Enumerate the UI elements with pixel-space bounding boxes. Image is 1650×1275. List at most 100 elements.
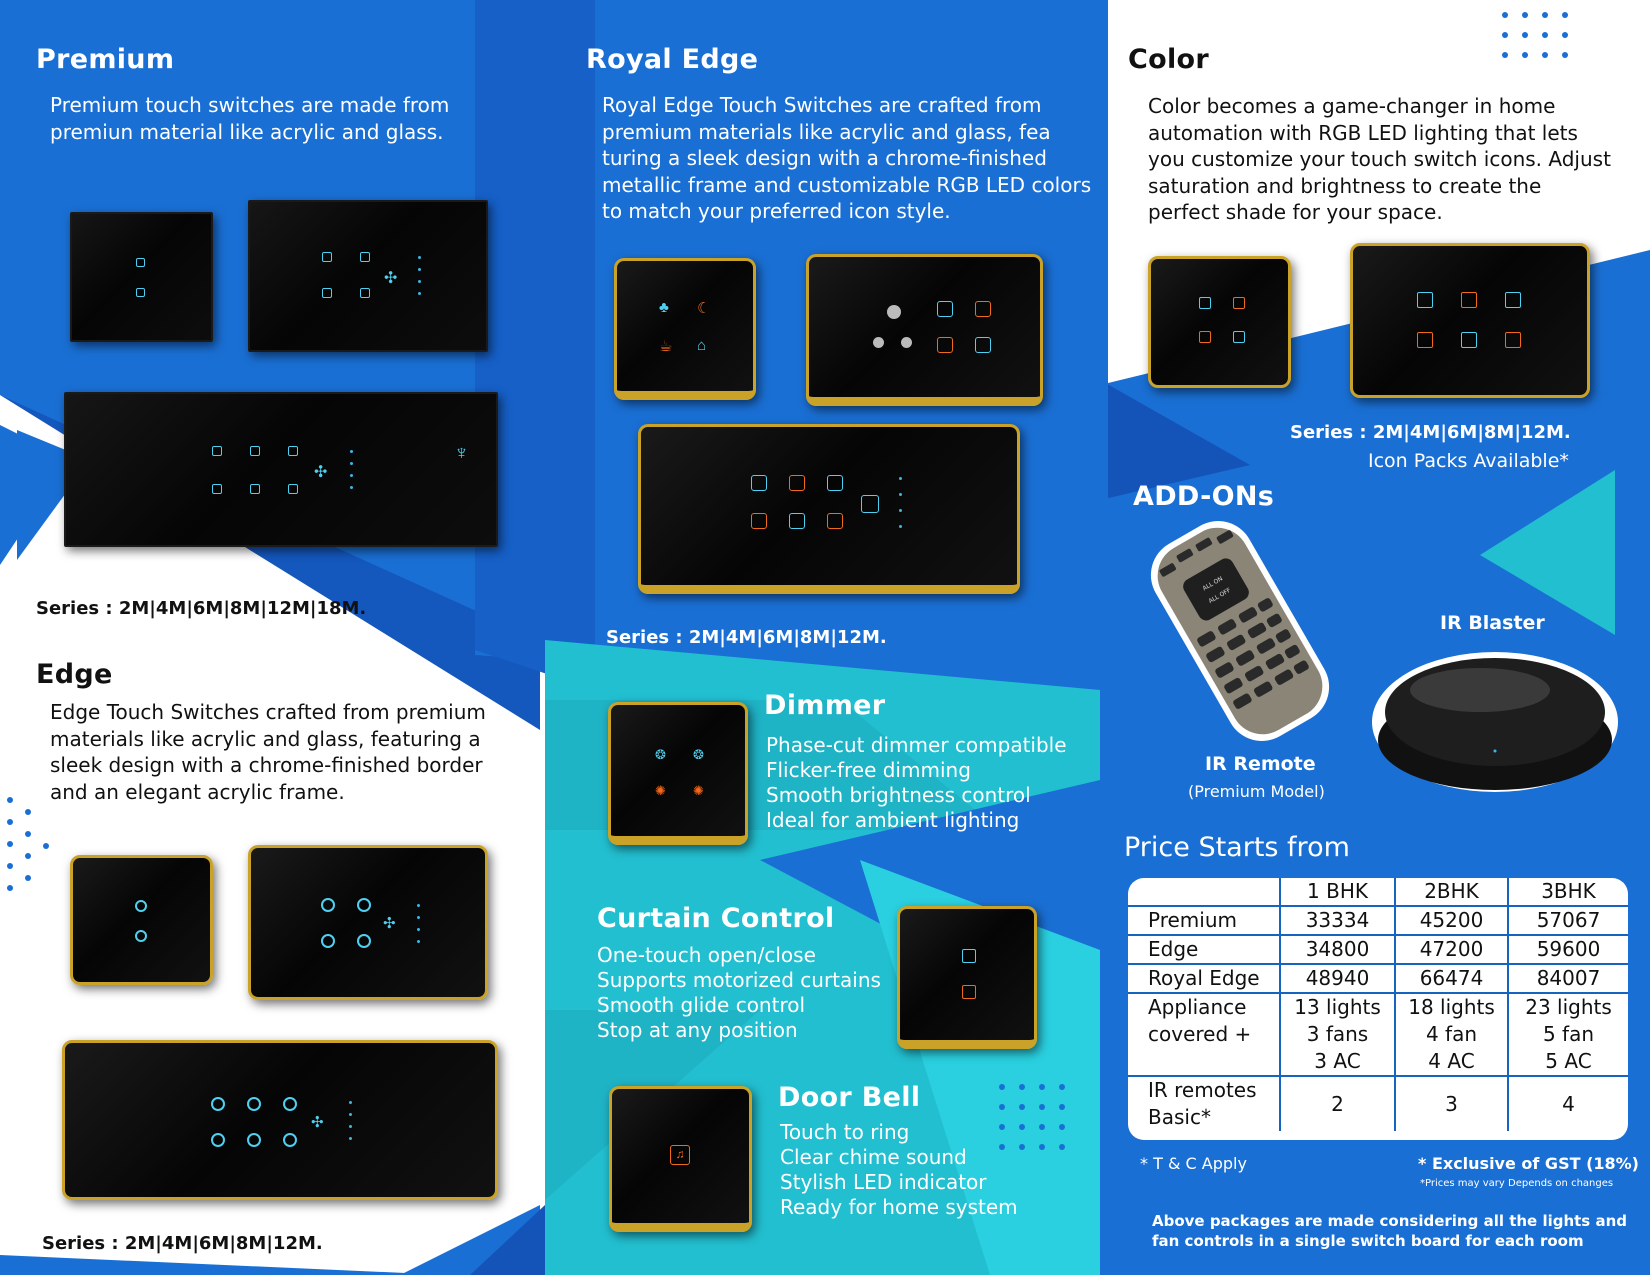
premium-4m-switch: ✣ [248, 200, 488, 352]
knob-indicator-icon [901, 337, 912, 348]
heater-icon [1505, 332, 1521, 348]
row-label: Premium [1128, 905, 1281, 936]
table-header-cell: 3BHK [1507, 878, 1628, 907]
switch-button-icon [250, 446, 260, 456]
appliance-line: 23 lights [1525, 995, 1612, 1019]
fan-level-dot [418, 256, 421, 259]
fan-level-dot [349, 1137, 352, 1140]
doorbell-feature: Ready for home system [780, 1195, 1018, 1219]
appliance-line: 5 AC [1545, 1049, 1592, 1073]
ir-count-cell: 3 [1394, 1075, 1509, 1131]
table-row: Appliance covered + 13 lights 3 fans 3 A… [1128, 992, 1628, 1077]
appliance-line: 3 AC [1314, 1049, 1361, 1073]
appliance-line: 4 fan [1425, 1022, 1478, 1046]
price-cell: 47200 [1394, 934, 1509, 965]
royal-edge-text-line: premium materials like acrylic and glass… [602, 119, 1051, 144]
premium-series: Series : 2M|4M|6M|8M|12M|18M. [36, 598, 367, 619]
fan-icon: ✣ [383, 915, 396, 932]
ring-button-icon [247, 1097, 261, 1111]
ring-button-icon [321, 898, 335, 912]
table-header-cell [1128, 878, 1281, 907]
fan-level-dot [418, 280, 421, 283]
switch-button-icon [322, 252, 332, 262]
color-text-line: automation with RGB LED lighting that le… [1148, 120, 1578, 145]
royal-edge-4m-switch [806, 254, 1043, 406]
doorbell-title: Door Bell [778, 1082, 921, 1113]
color-4m-switch [1350, 243, 1590, 398]
pricing-table: 1 BHK 2BHK 3BHK Premium 33334 45200 5706… [1128, 878, 1628, 1140]
dimmer-feature: Phase-cut dimmer compatible [766, 733, 1067, 757]
fan-level-dot [418, 292, 421, 295]
royal-edge-2m-switch: ♣ ☾ ☕ ⌂ [614, 258, 756, 400]
ir-remote-sublabel: (Premium Model) [1188, 782, 1325, 801]
dimmer-features: Phase-cut dimmer compatible Flicker-free… [766, 733, 1067, 833]
premium-text-line: Premium touch switches are made from [50, 93, 450, 117]
lamp-icon [1505, 292, 1521, 308]
color-title: Color [1128, 44, 1209, 75]
curtain-open-icon [962, 949, 976, 963]
edge-text-line: and an elegant acrylic frame. [50, 779, 345, 804]
edge-8m-switch: ✣ [62, 1040, 498, 1200]
ring-button-icon [357, 898, 371, 912]
pricing-header-row: 1 BHK 2BHK 3BHK [1128, 878, 1628, 907]
edge-2m-switch [70, 855, 213, 985]
fan-level-dot [899, 493, 902, 496]
price-cell: 57067 [1507, 905, 1628, 936]
row-label: Edge [1128, 934, 1281, 965]
ring-button-icon [321, 934, 335, 948]
edge-text-line: materials like acrylic and glass, featur… [50, 726, 481, 751]
row-label-line: Appliance [1148, 995, 1247, 1019]
dimmer-icon: ❂ [693, 747, 704, 762]
color-text-line: Color becomes a game-changer in home [1148, 94, 1556, 118]
switch-button-icon [360, 252, 370, 262]
lamp-icon [751, 475, 767, 491]
dimmer-icon: ❂ [655, 747, 666, 762]
dice-icon [937, 301, 953, 317]
fan-level-dot [350, 462, 353, 465]
ring-button-icon [211, 1097, 225, 1111]
appliance-line: 18 lights [1408, 995, 1495, 1019]
dimmer-feature: Smooth brightness control [766, 783, 1031, 807]
fan-level-dot [349, 1125, 352, 1128]
curtain-switch [897, 906, 1037, 1049]
dimmer-switch: ❂ ❂ ✺ ✺ [608, 702, 748, 845]
snowflake-icon [1461, 292, 1477, 308]
royal-edge-title: Royal Edge [586, 44, 759, 75]
ring-button-icon [283, 1133, 297, 1147]
royal-edge-text-line: turing a sleek design with a chrome-fini… [602, 146, 1047, 170]
fan-level-dot [418, 268, 421, 271]
bulb-icon [751, 513, 767, 529]
fan-level-dot [899, 525, 902, 528]
premium-title: Premium [36, 44, 175, 75]
color-icon [1233, 331, 1245, 343]
fan-level-dot [350, 450, 353, 453]
fan-icon: ✣ [311, 1114, 324, 1131]
edge-series: Series : 2M|4M|6M|8M|12M. [42, 1233, 323, 1254]
premium-8m-switch: ✣ ♆ [64, 392, 498, 547]
ring-button-icon [247, 1133, 261, 1147]
royal-edge-text-line: metallic frame and customizable RGB LED … [602, 172, 1092, 197]
dimmer-title: Dimmer [764, 690, 886, 721]
color-text-line: saturation and brightness to create the [1148, 173, 1542, 198]
edge-title: Edge [36, 659, 113, 690]
curtain-feature: One-touch open/close [597, 943, 816, 967]
doorbell-switch: ♫ [609, 1086, 752, 1232]
switch-button-icon [288, 446, 298, 456]
color-2m-switch [1148, 256, 1291, 388]
fan-level-dot [349, 1101, 352, 1104]
premium-2m-switch [70, 212, 213, 342]
row-label-line: covered + [1148, 1022, 1252, 1046]
home-icon: ⌂ [697, 337, 707, 354]
prices-vary-note: *Prices may vary Depends on changes [1420, 1178, 1614, 1189]
brightness-icon: ✺ [655, 783, 666, 798]
fan-level-dot [350, 474, 353, 477]
edge-description: Edge Touch Switches crafted from premium… [50, 699, 510, 805]
row-label-line: IR remotes [1148, 1078, 1257, 1102]
fan-icon [827, 475, 843, 491]
plane-icon [1417, 292, 1433, 308]
switch-button-icon [288, 484, 298, 494]
table-header-cell: 1 BHK [1279, 878, 1396, 907]
knob-indicator-icon [887, 305, 901, 319]
tc-note: * T & C Apply [1140, 1154, 1247, 1173]
edge-4m-switch: ✣ [248, 845, 488, 1000]
